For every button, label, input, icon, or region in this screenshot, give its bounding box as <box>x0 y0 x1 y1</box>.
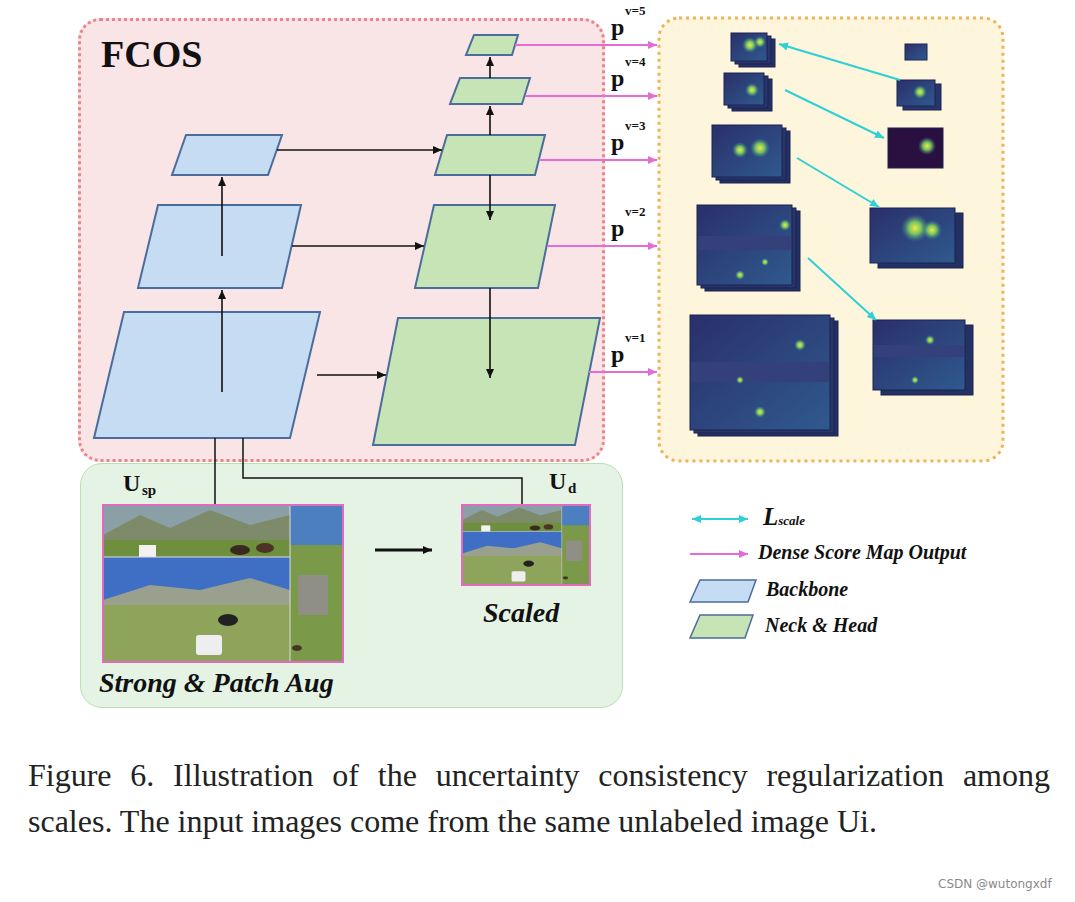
neck-head-stages <box>373 318 600 445</box>
level-superscript: v=4 <box>625 55 645 70</box>
legend-text: Dense Score Map Output <box>758 541 966 564</box>
backbone-stages <box>172 135 282 175</box>
feature-flow-arrows <box>317 374 386 376</box>
feature-flow-arrows <box>221 290 223 392</box>
input-images <box>462 505 590 585</box>
score-maps <box>913 85 927 99</box>
legend-swatch <box>690 580 756 602</box>
score-maps <box>698 236 791 250</box>
score-maps <box>873 320 965 390</box>
scaled-label: Scaled <box>483 597 559 629</box>
score-maps <box>897 80 935 106</box>
level-symbol: p <box>611 129 624 157</box>
score-map-panel <box>659 18 1003 461</box>
watermark: CSDN @wutongxdf <box>938 878 1052 892</box>
image-subscript: sp <box>142 482 156 499</box>
score-maps <box>750 138 770 158</box>
score-maps <box>691 362 829 382</box>
feature-flow-arrows <box>489 288 491 378</box>
feature-flow-arrows <box>489 106 491 135</box>
score-map-output-arrows <box>547 245 657 247</box>
legend-swatch <box>690 615 753 638</box>
feature-flow-arrows <box>221 177 223 256</box>
level-superscript: v=2 <box>625 205 645 220</box>
level-superscript: v=5 <box>625 4 645 19</box>
backbone-stages <box>138 205 301 288</box>
legend-samples <box>692 518 748 520</box>
legend-text: Backbone <box>766 578 848 601</box>
input-images <box>103 505 590 662</box>
score-maps <box>736 376 744 384</box>
feature-flow-arrows <box>292 245 424 247</box>
neck-head-stages <box>415 205 555 288</box>
level-superscript: v=1 <box>625 331 645 346</box>
score-maps <box>731 33 767 61</box>
score-maps <box>870 208 955 263</box>
input-images <box>375 549 432 552</box>
score-maps <box>697 205 792 285</box>
level-symbol: p <box>611 14 624 42</box>
input-lines <box>214 438 216 505</box>
score-maps <box>874 345 964 357</box>
legend-text: Neck & Head <box>765 614 877 637</box>
neck-head-stages <box>450 78 530 104</box>
image-symbol: U <box>549 468 566 496</box>
input-lines <box>215 438 522 505</box>
region-heading: FCOS <box>101 33 202 77</box>
level-symbol: p <box>611 65 624 93</box>
score-map-output-arrows <box>589 371 657 373</box>
level-superscript: v=3 <box>625 119 645 134</box>
figure-caption: Figure 6. Illustration of the uncertaint… <box>28 752 1050 844</box>
score-maps <box>754 406 766 418</box>
score-maps <box>925 335 935 345</box>
input-images <box>103 505 343 662</box>
backbone-stages <box>94 135 320 438</box>
input-images <box>462 505 590 585</box>
scale-consistency-lines <box>785 90 884 138</box>
scale-consistency-lines <box>779 44 900 80</box>
feature-flow-arrows <box>277 149 442 151</box>
feature-flow-arrows <box>489 57 491 78</box>
score-maps <box>690 33 973 436</box>
input-images <box>103 505 343 662</box>
legend-samples <box>690 519 748 554</box>
score-maps <box>690 315 830 430</box>
score-maps <box>732 142 748 158</box>
score-maps <box>779 219 791 231</box>
legend-text: Lscale <box>763 501 805 534</box>
level-symbol: p <box>611 215 624 243</box>
score-maps <box>922 220 942 240</box>
score-maps <box>918 137 936 155</box>
augmentation-label: Strong & Patch Aug <box>99 667 334 699</box>
scale-consistency-lines <box>797 158 879 207</box>
score-maps <box>754 36 766 48</box>
score-map-output-arrows <box>539 159 657 161</box>
score-map-output-arrows <box>515 44 657 46</box>
score-maps <box>761 258 769 266</box>
scale-consistency-lines <box>779 44 900 320</box>
backbone-stages <box>94 312 320 438</box>
level-symbol: p <box>611 341 624 369</box>
score-map-output-arrows <box>515 45 657 372</box>
score-maps <box>712 125 782 177</box>
score-maps <box>745 83 759 97</box>
feature-flow-arrows <box>489 175 491 220</box>
score-maps <box>794 339 806 351</box>
score-maps <box>724 73 764 105</box>
neck-head-stages <box>435 135 545 175</box>
score-map-panel <box>659 18 1003 461</box>
score-maps <box>888 128 943 168</box>
score-map-output-arrows <box>525 95 657 97</box>
score-maps <box>911 376 919 384</box>
legend-samples <box>690 553 748 555</box>
feature-flow-arrows <box>222 57 490 392</box>
scale-consistency-lines <box>808 258 876 320</box>
input-lines <box>243 438 522 505</box>
neck-head-stages <box>466 35 518 55</box>
score-maps <box>735 270 745 280</box>
image-subscript: d <box>568 480 576 497</box>
score-maps <box>905 44 927 60</box>
image-symbol: U <box>123 470 140 498</box>
